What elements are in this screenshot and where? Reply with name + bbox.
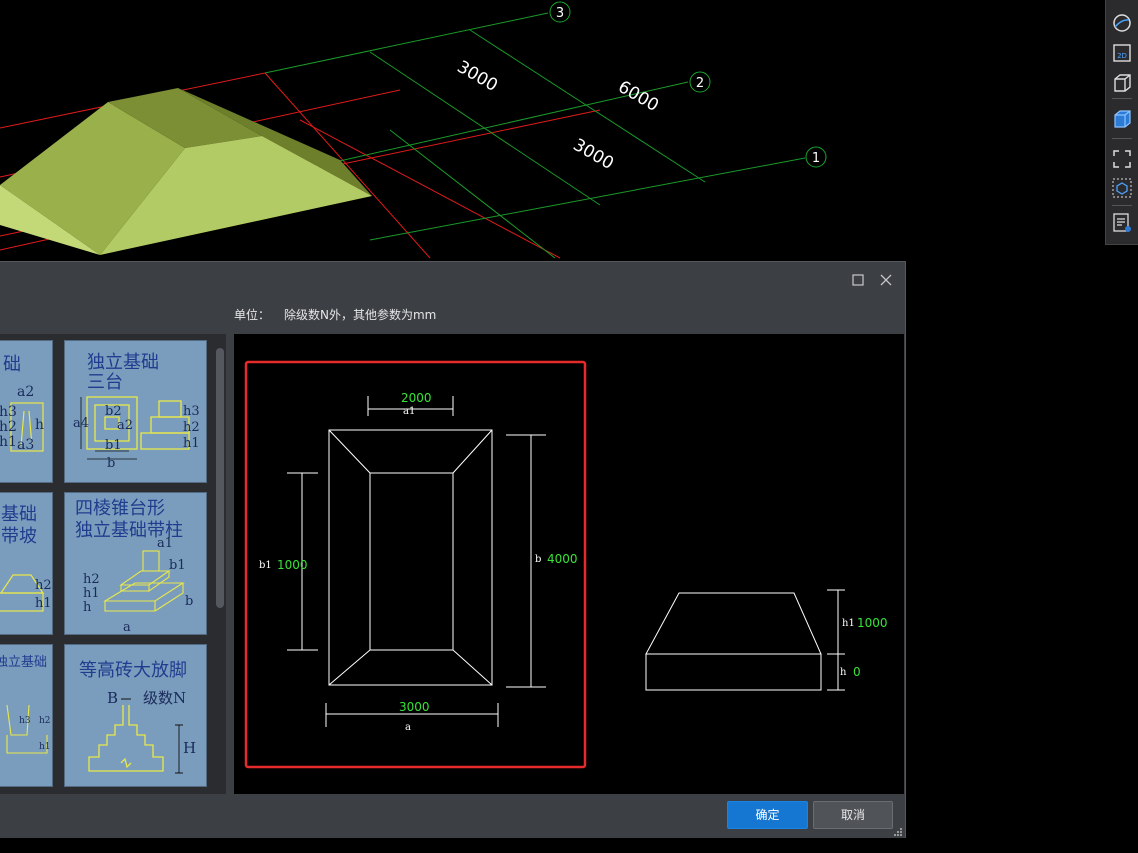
tile-title: 等高砖大放脚 [79, 660, 187, 681]
svg-text:h: h [35, 417, 44, 433]
2d-view-icon[interactable]: 2D [1111, 42, 1133, 64]
axis-label-3: 3 [556, 6, 564, 21]
svg-text:b2: b2 [105, 404, 122, 419]
dim-label-2: 6000 [615, 77, 662, 116]
bottom-dim-value: 3000 [399, 700, 430, 714]
h1-dim-name: h1 [842, 618, 855, 629]
svg-text:b: b [107, 456, 115, 471]
svg-text:h1: h1 [183, 436, 200, 451]
template-tile-3[interactable]: 基础 带坡 h2 h1 [0, 492, 53, 635]
unit-label: 单位： [234, 308, 271, 322]
tile-diagram: h3 h2 h1 [6, 704, 51, 754]
template-tile-5[interactable]: 独立基础 h3 h2 h1 [0, 644, 53, 787]
close-icon[interactable] [878, 272, 894, 288]
unit-value: 除级数N外，其他参数为mm [284, 308, 437, 322]
svg-text:H: H [183, 739, 196, 757]
svg-text:h1: h1 [35, 596, 52, 611]
svg-text:h3: h3 [19, 716, 31, 726]
tile-diagram: a1 b1 h2 h1 h b a [83, 536, 193, 634]
svg-text:a3: a3 [17, 437, 34, 453]
svg-text:h1: h1 [0, 434, 17, 450]
dimension-labels: 3000 6000 3000 [454, 57, 662, 174]
tile-subtitle: 独立基础带柱 [75, 520, 183, 541]
tile-subtitle: 带坡 [1, 526, 37, 547]
resize-grip-icon[interactable] [893, 827, 903, 837]
left-dim-name: b1 [259, 560, 272, 571]
tile-diagram: h2 h1 [0, 574, 52, 612]
top-dim-value: 2000 [401, 391, 432, 405]
svg-text:a2: a2 [117, 418, 133, 433]
right-dim-value: 4000 [547, 552, 578, 566]
svg-text:a2: a2 [17, 384, 34, 400]
tile-title: 独立基础 [87, 352, 159, 373]
property-list-icon[interactable] [1111, 212, 1133, 234]
tile-subtitle: 三台 [87, 372, 123, 393]
3d-box-icon[interactable] [1111, 72, 1133, 94]
foundation-3d-model[interactable] [0, 88, 372, 255]
dim-label-1: 3000 [454, 57, 501, 96]
svg-text:h2: h2 [35, 578, 52, 593]
view-toolbar: 2D [1105, 0, 1138, 245]
svg-text:b1: b1 [169, 558, 186, 573]
svg-text:h3: h3 [183, 404, 200, 419]
dim-label-3: 3000 [570, 135, 617, 174]
unit-note: 单位： 除级数N外，其他参数为mm [234, 306, 436, 323]
svg-text:a4: a4 [73, 416, 89, 431]
h-dim-value: 0 [853, 665, 861, 679]
top-dim-name: a1 [403, 406, 415, 417]
selection-highlight [244, 360, 587, 769]
svg-text:h1: h1 [83, 586, 100, 601]
svg-text:2D: 2D [1117, 52, 1127, 60]
tile-diagram: a4 b2 a2 b1 b h3 h2 h1 [73, 396, 200, 471]
tile-title: 础 [3, 354, 21, 375]
maximize-icon[interactable] [850, 272, 866, 288]
h-dim-name: h [840, 667, 847, 678]
template-tile-independent-foundation-three[interactable]: 独立基础 三台 a4 b2 a2 b1 b h3 [64, 340, 207, 483]
svg-text:a1: a1 [157, 536, 173, 551]
axis-label-1: 1 [812, 151, 820, 166]
axis-label-2: 2 [696, 76, 704, 91]
right-dim-name: b [535, 554, 541, 565]
sphere-view-icon[interactable] [1111, 12, 1133, 34]
gallery-scrollbar[interactable] [216, 348, 224, 608]
fit-frame-icon[interactable] [1111, 148, 1133, 170]
left-dim-value: 1000 [277, 558, 308, 572]
svg-text:h1: h1 [39, 742, 51, 752]
svg-text:h3: h3 [0, 404, 17, 420]
svg-text:级数N: 级数N [143, 689, 186, 707]
svg-text:h2: h2 [0, 419, 17, 435]
svg-text:h2: h2 [183, 420, 200, 435]
svg-text:h: h [83, 600, 92, 615]
preview-drawing: a1 b1 b a h1 h 2000 1000 4000 3000 1000 … [244, 360, 888, 769]
axis-markers: 3 2 1 [549, 1, 827, 168]
tile-diagram: a2 h3 h2 h1 h a3 [0, 384, 44, 453]
template-tile-pyramid-foundation-column[interactable]: 四棱锥台形 独立基础带柱 a1 b1 h2 h1 h b a [64, 492, 207, 635]
svg-text:a: a [123, 620, 131, 634]
svg-text:h2: h2 [39, 716, 51, 726]
tile-title: 四棱锥台形 [75, 498, 165, 519]
svg-text:b: b [185, 594, 193, 609]
foundation-preview: a1 b1 b a h1 h 2000 1000 4000 3000 1000 … [234, 334, 904, 794]
cancel-button[interactable]: 取消 [813, 801, 893, 829]
svg-text:b1: b1 [105, 438, 122, 453]
selection-box-icon[interactable] [1111, 177, 1133, 199]
template-tile-1[interactable]: 础 a2 h3 h2 h1 h a3 [0, 340, 53, 483]
svg-text:h2: h2 [83, 572, 100, 587]
template-tile-brick-footing[interactable]: 等高砖大放脚 B 级数N H [64, 644, 207, 787]
tile-diagram: B 级数N H [88, 689, 196, 774]
tile-title: 基础 [1, 504, 37, 525]
green-grid [264, 12, 806, 259]
bottom-dim-name: a [405, 722, 411, 733]
svg-text:B: B [107, 689, 118, 707]
foundation-parameter-dialog: 单位： 除级数N外，其他参数为mm 础 a2 h3 h2 h1 h a3 [0, 261, 906, 838]
ok-button[interactable]: 确定 [727, 801, 808, 829]
solid-box-icon[interactable] [1111, 108, 1133, 130]
template-gallery: 础 a2 h3 h2 h1 h a3 独立基础 三台 [0, 334, 226, 794]
tile-title: 独立基础 [0, 655, 48, 670]
h1-dim-value: 1000 [857, 616, 888, 630]
